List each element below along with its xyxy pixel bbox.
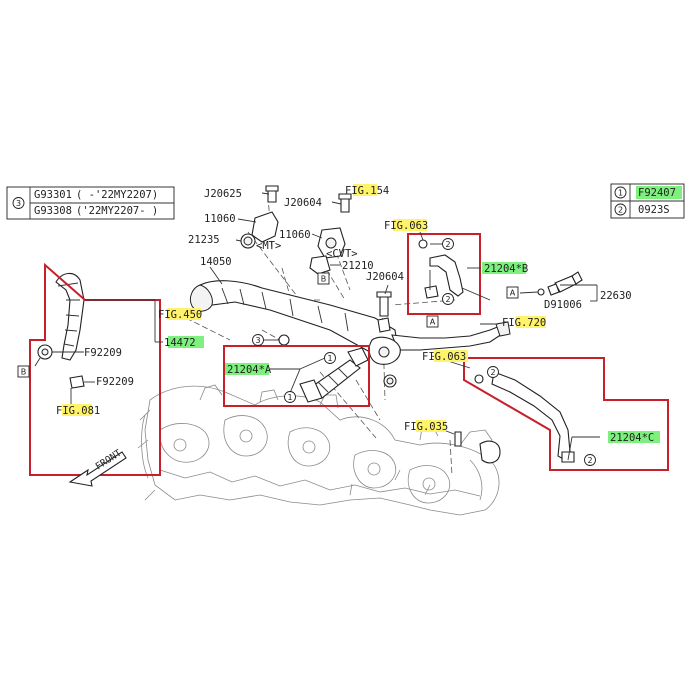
callout-box-21204b (407, 233, 481, 315)
label-f92209-a: F92209 (84, 347, 122, 359)
legend-code-1: G93301 (34, 189, 72, 201)
label-f92209-b: F92209 (96, 376, 134, 388)
label-22630: 22630 (600, 290, 632, 302)
label-j20625: J20625 (204, 188, 242, 200)
label-fig720: FIG.720 (502, 317, 546, 329)
callout-box-14472 (29, 262, 161, 476)
label-21204a: 21204*A (227, 364, 272, 376)
label-j20604-top: J20604 (284, 197, 322, 209)
hose-stub-right (479, 440, 501, 464)
legend-range-2: ('22MY2207- ) (76, 205, 158, 217)
svg-text:B: B (21, 368, 27, 377)
label-14472: 14472 (164, 337, 196, 349)
hose-21204b (418, 239, 464, 299)
legend-range-1: ( -'22MY2207) (76, 189, 158, 201)
legend-marker-1 (614, 186, 627, 199)
svg-text:A: A (430, 318, 436, 327)
label-21204c: 21204*C (610, 432, 654, 444)
hose-14472 (37, 272, 85, 389)
legend-marker-2-label: 2 (618, 206, 623, 215)
sensor-22630 (537, 271, 583, 296)
legend-left: 3 G93301 ( -'22MY2207) G93308 ('22MY2207… (6, 186, 175, 220)
marker-box-a-mid: A (426, 315, 439, 328)
legend-marker-2 (614, 203, 627, 216)
label-fig081: FIG.081 (56, 405, 100, 417)
label-cvt: <CVT> (326, 248, 358, 260)
label-21210: 21210 (342, 260, 374, 272)
thermostat-cover-mt (251, 211, 279, 243)
marker-box-b-left: B (17, 365, 30, 378)
callout-box-21204c (463, 357, 669, 471)
label-fig035: FIG.035 (404, 421, 448, 433)
legend-code-0923s: 0923S (638, 204, 670, 216)
legend-code-f92407: F92407 (638, 187, 676, 199)
svg-text:B: B (321, 275, 327, 284)
svg-text:2: 2 (445, 240, 450, 249)
fig035-stub (454, 431, 462, 447)
callout-box-21204a (223, 345, 370, 407)
label-21204b: 21204*B (484, 263, 528, 275)
svg-text:2: 2 (490, 368, 495, 377)
bolt-j20604-mid (379, 295, 389, 317)
legend-right: 1 2 F92407 0923S (610, 183, 685, 219)
part-labels: J20625 J20604 FIG.154 11060 11060 21235 … (56, 185, 654, 444)
label-fig154: FIG.154 (345, 185, 389, 197)
leader-lines (34, 192, 600, 461)
label-d91006: D91006 (544, 299, 582, 311)
label-11060-right: 11060 (279, 229, 311, 241)
thermostat-21210 (309, 255, 331, 275)
washer-3 (278, 334, 290, 346)
svg-text:1: 1 (287, 393, 292, 402)
bolt-j20604-top (340, 197, 350, 213)
bolt-j20625 (267, 189, 277, 203)
engine-block (137, 384, 500, 516)
label-14050: 14050 (200, 256, 232, 268)
label-21235: 21235 (188, 234, 220, 246)
marker-box-a-right: A (506, 286, 519, 299)
svg-text:1: 1 (327, 354, 332, 363)
svg-text:2: 2 (445, 295, 450, 304)
thermostat-housing (240, 185, 392, 317)
label-fig063-top: FIG.063 (384, 220, 428, 232)
highlights (62, 184, 660, 443)
label-fig450: FIG.450 (158, 309, 202, 321)
legend-marker-3-label: 3 (16, 199, 21, 208)
marker-box-b-top: B (317, 272, 330, 285)
legend-marker-3 (12, 197, 25, 209)
hose-21204c (474, 371, 575, 463)
legend-marker-1-label: 1 (618, 189, 623, 198)
svg-text:A: A (510, 289, 516, 298)
svg-text:2: 2 (587, 456, 592, 465)
water-pipe-14050 (189, 280, 511, 365)
label-11060-left: 11060 (204, 213, 236, 225)
label-fig063-mid: FIG.063 (422, 351, 466, 363)
label-j20604-mid: J20604 (366, 271, 404, 283)
front-arrow: FRONT (68, 448, 127, 487)
label-mt: <MT> (256, 240, 281, 252)
legend-code-2: G93308 (34, 205, 72, 217)
circle-markers: 2 2 1 1 3 2 2 (252, 238, 596, 466)
svg-text:3: 3 (255, 336, 260, 345)
